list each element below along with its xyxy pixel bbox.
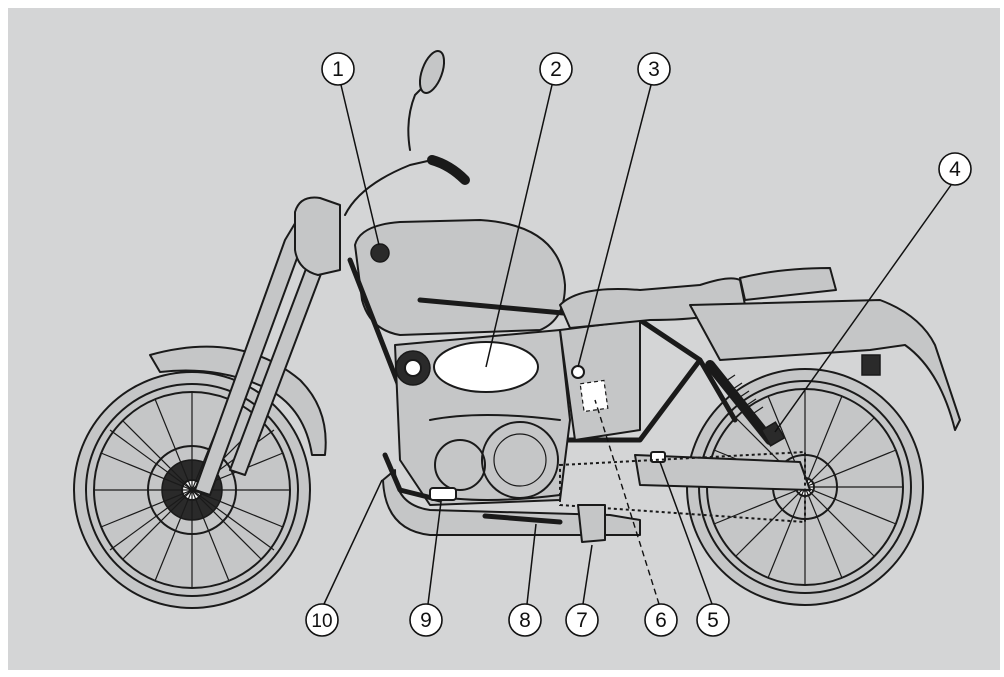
headlight (294, 196, 341, 276)
callout-5-label: 5 (707, 609, 719, 632)
callout-6: 6 (644, 603, 678, 637)
callout-8-label: 8 (519, 609, 531, 632)
callout-5: 5 (696, 603, 730, 637)
callout-7-label: 7 (576, 609, 588, 632)
front-wheel (73, 371, 311, 609)
callout-8: 8 (508, 603, 542, 637)
callouts: 1 2 3 4 5 6 (305, 52, 972, 637)
chain-adjuster (760, 421, 786, 447)
id-label (579, 379, 609, 413)
callout-2: 2 (539, 52, 573, 86)
callout-10: 10 (305, 603, 339, 637)
handlebar (344, 159, 433, 216)
pillion-peg (650, 451, 666, 463)
rear-seat (739, 267, 837, 301)
mirror-stem (407, 84, 426, 151)
callout-9: 9 (409, 603, 443, 637)
fuel-tank (354, 219, 566, 336)
tail-light (861, 354, 881, 376)
callout-6-label: 6 (655, 609, 667, 632)
callout-3-label: 3 (648, 58, 660, 81)
callout-1: 1 (321, 52, 355, 86)
fuel-cap (370, 243, 390, 263)
drive-chain (559, 450, 806, 524)
side-panel (559, 319, 641, 441)
swing-arm (634, 454, 811, 491)
callout-10-label: 10 (311, 611, 332, 632)
mirror (418, 50, 446, 94)
callout-1-label: 1 (332, 58, 344, 81)
footpeg (429, 487, 457, 501)
side-stand (482, 513, 563, 525)
brake-pedal (577, 504, 606, 543)
engine (394, 329, 571, 506)
callout-4-label: 4 (949, 158, 961, 181)
callout-3: 3 (637, 52, 671, 86)
callout-7: 7 (565, 603, 599, 637)
ignition-switch (571, 365, 585, 379)
rear-shock (705, 360, 775, 445)
shift-pedal (382, 452, 443, 503)
callout-2-label: 2 (550, 58, 562, 81)
motorcycle-drawing (73, 50, 961, 609)
rear-fender (689, 299, 961, 431)
callout-4: 4 (938, 152, 972, 186)
callout-9-label: 9 (420, 609, 432, 632)
exhaust (382, 469, 641, 536)
